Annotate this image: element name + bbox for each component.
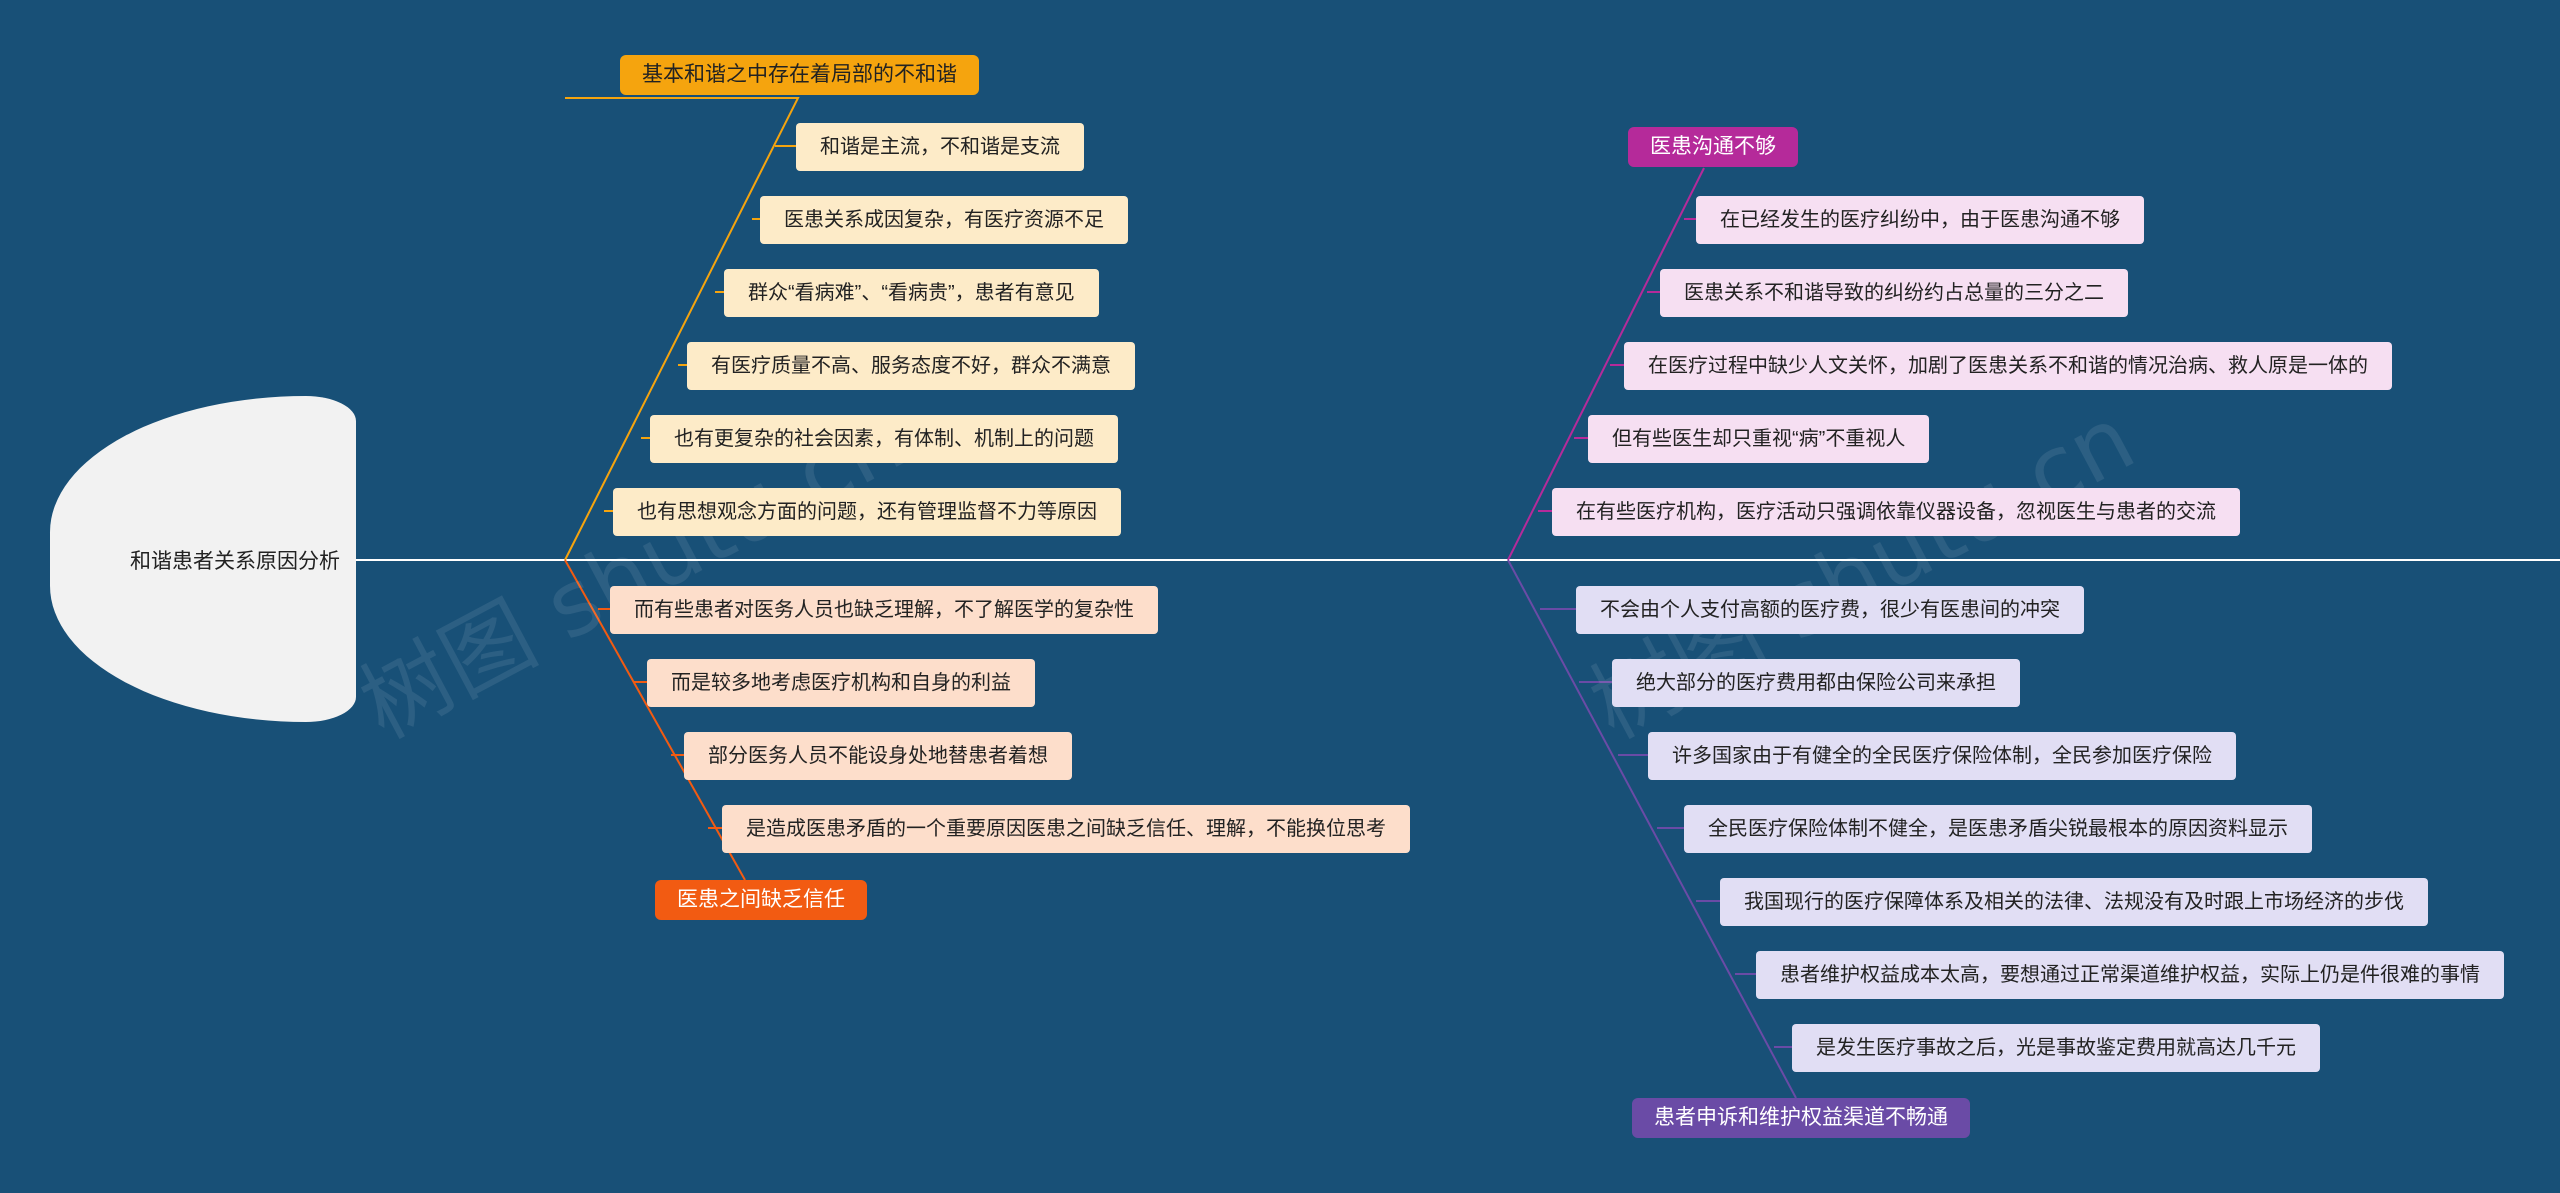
branch4-item-1[interactable]: 不会由个人支付高额的医疗费，很少有医患间的冲突 bbox=[1576, 586, 2084, 634]
branch1-item-1[interactable]: 和谐是主流，不和谐是支流 bbox=[796, 123, 1084, 171]
branch1-item-6[interactable]: 也有思想观念方面的问题，还有管理监督不力等原因 bbox=[613, 488, 1121, 536]
branch4-title[interactable]: 患者申诉和维护权益渠道不畅通 bbox=[1632, 1098, 1970, 1138]
branch4-item-7[interactable]: 是发生医疗事故之后，光是事故鉴定费用就高达几千元 bbox=[1792, 1024, 2320, 1072]
branch4-item-4[interactable]: 全民医疗保险体制不健全，是医患矛盾尖锐最根本的原因资料显示 bbox=[1684, 805, 2312, 853]
branch1-item-4[interactable]: 有医疗质量不高、服务态度不好，群众不满意 bbox=[687, 342, 1135, 390]
branch4-stem bbox=[1507, 559, 1797, 1099]
branch2-item-4[interactable]: 是造成医患矛盾的一个重要原因医患之间缺乏信任、理解，不能换位思考 bbox=[722, 805, 1410, 853]
branch3-item-5[interactable]: 在有些医疗机构，医疗活动只强调依靠仪器设备，忽视医生与患者的交流 bbox=[1552, 488, 2240, 536]
branch2-item-3[interactable]: 部分医务人员不能设身处地替患者着想 bbox=[684, 732, 1072, 780]
branch3-item-4[interactable]: 但有些医生却只重视“病”不重视人 bbox=[1588, 415, 1930, 463]
branch3-item-2[interactable]: 医患关系不和谐导致的纠纷约占总量的三分之二 bbox=[1660, 269, 2128, 317]
root-node[interactable] bbox=[50, 396, 356, 722]
branch4-item-6[interactable]: 患者维护权益成本太高，要想通过正常渠道维护权益，实际上仍是件很难的事情 bbox=[1756, 951, 2504, 999]
root-label: 和谐患者关系原因分析 bbox=[130, 550, 340, 573]
branch3-item-3[interactable]: 在医疗过程中缺少人文关怀，加剧了医患关系不和谐的情况治病、救人原是一体的 bbox=[1624, 342, 2392, 390]
branch3-title[interactable]: 医患沟通不够 bbox=[1628, 127, 1798, 167]
branch4-item-2[interactable]: 绝大部分的医疗费用都由保险公司来承担 bbox=[1612, 659, 2020, 707]
branch1-item-5[interactable]: 也有更复杂的社会因素，有体制、机制上的问题 bbox=[650, 415, 1118, 463]
branch3-item-1[interactable]: 在已经发生的医疗纠纷中，由于医患沟通不够 bbox=[1696, 196, 2144, 244]
branch1-item-2[interactable]: 医患关系成因复杂，有医疗资源不足 bbox=[760, 196, 1128, 244]
branch4-item-3[interactable]: 许多国家由于有健全的全民医疗保险体制，全民参加医疗保险 bbox=[1648, 732, 2236, 780]
branch1-item-3[interactable]: 群众“看病难”、“看病贵”，患者有意见 bbox=[724, 269, 1099, 317]
branch2-item-2[interactable]: 而是较多地考虑医疗机构和自身的利益 bbox=[647, 659, 1035, 707]
branch1-stem bbox=[564, 97, 800, 561]
branch1-title[interactable]: 基本和谐之中存在着局部的不和谐 bbox=[620, 55, 979, 95]
branch2-item-1[interactable]: 而有些患者对医务人员也缺乏理解，不了解医学的复杂性 bbox=[610, 586, 1158, 634]
branch2-title[interactable]: 医患之间缺乏信任 bbox=[655, 880, 867, 920]
branch3-stem bbox=[1507, 167, 1705, 561]
branch4-item-5[interactable]: 我国现行的医疗保障体系及相关的法律、法规没有及时跟上市场经济的步伐 bbox=[1720, 878, 2428, 926]
branch2-stem bbox=[564, 559, 746, 881]
